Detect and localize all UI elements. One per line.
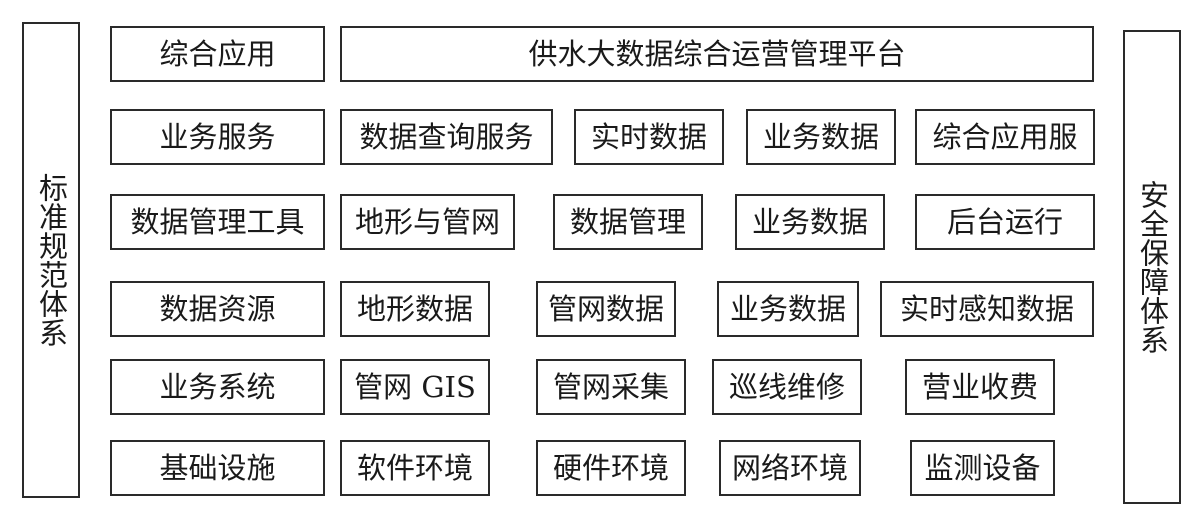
item-label: 业务数据	[762, 119, 879, 154]
item-box: 管网采集	[536, 359, 686, 415]
layer-label-data-resources: 数据资源	[110, 281, 325, 337]
item-box: 软件环境	[340, 440, 490, 496]
item-box: 综合应用服	[915, 109, 1095, 165]
item-label: 地形数据	[356, 291, 473, 326]
item-label: 营业收费	[921, 369, 1038, 404]
item-box: 地形数据	[340, 281, 490, 337]
item-box: 硬件环境	[536, 440, 686, 496]
layer-label-infrastructure: 基础设施	[110, 440, 325, 496]
item-label: 巡线维修	[728, 369, 845, 404]
item-box: 网络环境	[719, 440, 861, 496]
layer-label-business-service: 业务服务	[110, 109, 325, 165]
item-label: 管网数据	[547, 291, 664, 326]
item-label: 软件环境	[356, 450, 473, 485]
security-pillar: 安全保障体系	[1123, 30, 1181, 504]
layer-label-application: 综合应用	[110, 26, 325, 82]
item-label: 综合应用服	[932, 119, 1078, 154]
item-label: 实时数据	[590, 119, 707, 154]
item-box: 营业收费	[905, 359, 1055, 415]
item-label: 实时感知数据	[899, 291, 1074, 326]
standards-pillar-label: 标准规范体系	[34, 173, 69, 347]
item-label: 数据管理	[569, 204, 686, 239]
item-box: 后台运行	[915, 194, 1095, 250]
item-box: 业务数据	[746, 109, 896, 165]
item-label: 硬件环境	[552, 450, 669, 485]
item-label: 业务数据	[751, 204, 868, 239]
item-box: 管网数据	[536, 281, 676, 337]
layer-label-data-tools: 数据管理工具	[110, 194, 325, 250]
layer-label-text: 数据管理工具	[130, 204, 305, 239]
item-box: 巡线维修	[712, 359, 862, 415]
layer-label-text: 业务系统	[159, 369, 276, 404]
security-pillar-label: 安全保障体系	[1135, 180, 1170, 354]
layer-label-text: 综合应用	[159, 36, 276, 71]
layer-label-business-systems: 业务系统	[110, 359, 325, 415]
item-box: 地形与管网	[340, 194, 515, 250]
item-box: 业务数据	[717, 281, 859, 337]
item-box: 数据查询服务	[340, 109, 553, 165]
item-box: 业务数据	[735, 194, 885, 250]
item-box: 实时数据	[574, 109, 724, 165]
platform-label: 供水大数据综合运营管理平台	[528, 36, 906, 71]
standards-pillar: 标准规范体系	[22, 22, 80, 498]
item-box: 实时感知数据	[880, 281, 1094, 337]
item-box: 数据管理	[553, 194, 703, 250]
layer-label-text: 数据资源	[159, 291, 276, 326]
platform-box: 供水大数据综合运营管理平台	[340, 26, 1094, 82]
item-box: 监测设备	[910, 440, 1055, 496]
layer-label-text: 基础设施	[159, 450, 276, 485]
item-label: 管网 GIS	[354, 369, 476, 404]
item-box: 管网 GIS	[340, 359, 490, 415]
item-label: 后台运行	[946, 204, 1063, 239]
item-label: 网络环境	[731, 450, 848, 485]
item-label: 管网采集	[552, 369, 669, 404]
item-label: 业务数据	[729, 291, 846, 326]
item-label: 监测设备	[924, 450, 1041, 485]
item-label: 数据查询服务	[359, 119, 534, 154]
item-label: 地形与管网	[354, 204, 500, 239]
layer-label-text: 业务服务	[159, 119, 276, 154]
